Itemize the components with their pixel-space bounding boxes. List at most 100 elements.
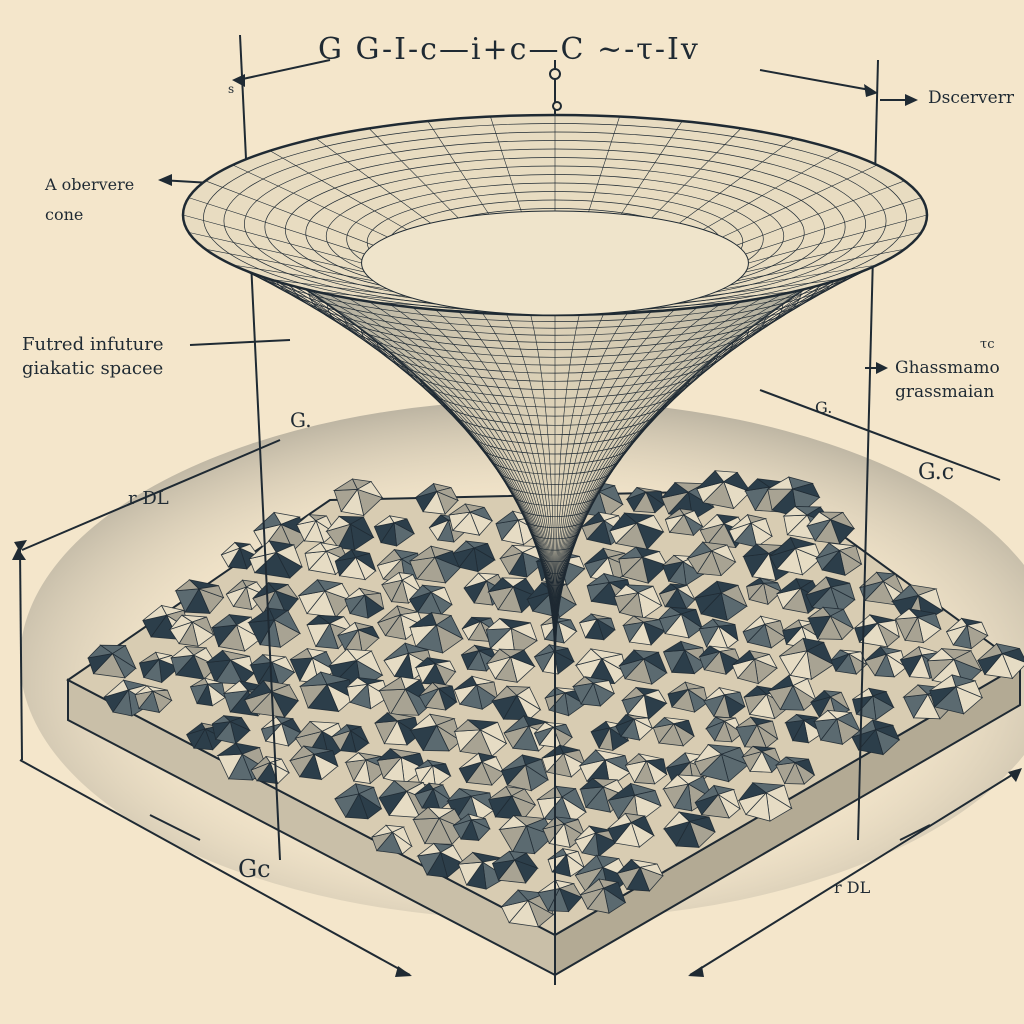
future-space-line-1: Futred infuture [22, 334, 164, 355]
grassmannian-label: Ghassmamo grassmaian [895, 356, 1000, 404]
crystal-facet [513, 852, 539, 869]
crystal-facet [763, 582, 783, 593]
crystal-facet [563, 818, 586, 837]
crystal-facet [355, 650, 384, 677]
cone-meridian [554, 314, 580, 661]
crystal-facet [151, 689, 173, 702]
cone-meridian [554, 301, 742, 661]
cone-meridian [554, 289, 801, 661]
gc-bottom-label: Gc [238, 855, 271, 883]
cone-inner-line [232, 264, 388, 290]
cone-meridian [554, 285, 819, 661]
crystal-facet [792, 678, 817, 702]
grassmannian-line-1: Ghassmamo [895, 358, 1000, 378]
crystal-facet [718, 648, 742, 663]
crystal-facet [717, 624, 739, 642]
crystal-facet [602, 881, 627, 904]
crystal-facet [510, 788, 537, 806]
crystal-facet [556, 619, 578, 633]
crystal-facet [391, 826, 413, 848]
cone-inner-line [232, 164, 388, 238]
cone-inner-line [722, 164, 878, 238]
top-axis-label: G G-I-c—i+c—C ~-τ-Iv [318, 32, 700, 67]
cone-inner-line [315, 138, 431, 224]
crystal-facet [794, 543, 822, 560]
crystal-facet [399, 752, 427, 770]
cone-meridian [554, 314, 604, 661]
crystal-facet [829, 608, 855, 630]
cone-inner-line [722, 264, 878, 290]
future-space-line-2: giakatic spacee [22, 358, 164, 379]
cone-inner-line [651, 128, 742, 219]
arrowheads [12, 68, 1022, 977]
cone-inner-line [620, 120, 683, 215]
crystal-facet [794, 758, 816, 777]
observer-cone-label-2: cone [45, 205, 84, 224]
crystal-facet [672, 719, 695, 737]
crystal-facet [760, 747, 782, 765]
cone-inner-line [269, 278, 407, 297]
crystal-facet [509, 649, 536, 668]
crystal-facet [510, 622, 538, 642]
crystal-facet [829, 511, 856, 530]
crystal-facet [270, 656, 296, 674]
crystal-facet [401, 573, 424, 594]
crystal-facet [280, 718, 303, 735]
crystal-facet [688, 816, 716, 833]
crystal-facet [512, 577, 540, 598]
crystal-facet [274, 584, 300, 600]
crystal-facet [882, 573, 907, 597]
crystal-facet [598, 485, 624, 506]
crystal-facet [953, 650, 983, 672]
cone-inner-line [490, 313, 522, 315]
crystal-facet [676, 584, 696, 601]
crystal-facet [683, 510, 704, 528]
cone-inner-line [427, 308, 489, 313]
crystal-facet [435, 487, 459, 502]
crystal-facet [469, 818, 491, 830]
crystal-facet [829, 582, 856, 601]
crystal-facet [393, 518, 416, 535]
crystal-facet [722, 471, 752, 493]
crystal-facet [273, 609, 301, 635]
cone-inner-line [368, 301, 459, 309]
crystal-facet [630, 815, 655, 837]
crystal-facet [642, 651, 668, 674]
crystal-facet [431, 763, 452, 777]
observer-cone-label: A obervere [45, 175, 135, 194]
future-space-label: Futred infuture giakatic spacee [22, 333, 164, 381]
cone-inner-line [679, 138, 795, 224]
cone-meridian [506, 314, 556, 661]
crystal-facet [954, 680, 983, 699]
crystal-facet [1000, 648, 1024, 663]
crystal-facet [198, 585, 225, 599]
crystal-facet [238, 543, 260, 558]
crystal-facet [791, 482, 821, 498]
crystal-facet [638, 863, 664, 877]
cone-inner-line [427, 120, 490, 215]
cone-meridian [554, 309, 675, 661]
cone-meridian [275, 280, 556, 661]
cone-meridian [554, 297, 762, 661]
crystal-facet [753, 653, 778, 669]
cone-meridian [390, 304, 556, 661]
cone-meridian [554, 307, 698, 661]
crystal-facet [829, 691, 851, 711]
cone-inner-line [182, 214, 362, 264]
crystal-facet [835, 712, 861, 732]
cone-inner-line [368, 128, 459, 219]
crystal-facet [595, 617, 616, 631]
crystal-facet [468, 506, 494, 522]
cone-inner-line [736, 180, 905, 246]
cone-meridian [554, 221, 927, 661]
crystal-facet [874, 724, 901, 741]
cone-inner-line [188, 197, 365, 255]
cone-meridian [554, 312, 628, 661]
cone-inner-line [588, 116, 620, 212]
crystal-facet [916, 612, 942, 630]
cone-inner-line [651, 301, 742, 309]
observer-cone [181, 113, 929, 661]
crystal-facet [270, 684, 300, 702]
